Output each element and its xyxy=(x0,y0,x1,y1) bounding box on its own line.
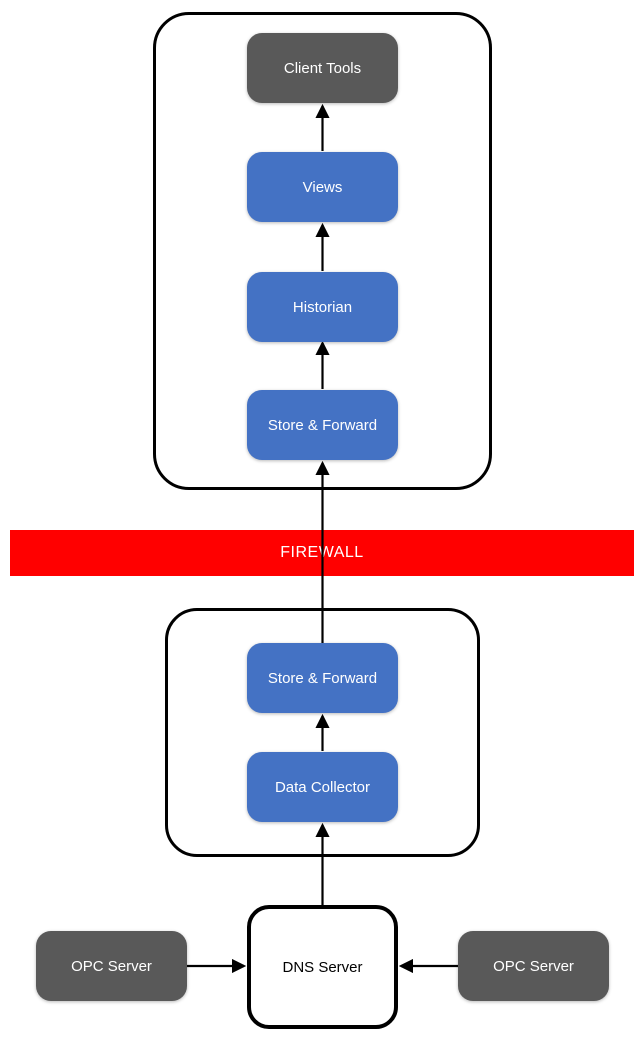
node-dns-server-label: DNS Server xyxy=(282,958,363,976)
firewall-label: FIREWALL xyxy=(280,544,364,561)
node-views-label: Views xyxy=(302,178,343,196)
node-opc-server-left-label: OPC Server xyxy=(71,957,152,975)
node-opc-server-right: OPC Server xyxy=(458,931,609,1001)
node-client-tools-label: Client Tools xyxy=(283,59,362,77)
node-store-forward-top-label: Store & Forward xyxy=(267,416,378,434)
node-opc-server-left: OPC Server xyxy=(36,931,187,1001)
node-store-forward-lower-label: Store & Forward xyxy=(267,669,378,687)
node-store-forward-lower: Store & Forward xyxy=(247,643,398,713)
node-historian: Historian xyxy=(247,272,398,342)
node-opc-server-right-label: OPC Server xyxy=(493,957,574,975)
node-client-tools: Client Tools xyxy=(247,33,398,103)
node-store-forward-top: Store & Forward xyxy=(247,390,398,460)
node-historian-label: Historian xyxy=(292,298,353,316)
node-data-collector-label: Data Collector xyxy=(274,778,371,796)
node-views: Views xyxy=(247,152,398,222)
node-dns-server: DNS Server xyxy=(247,905,398,1029)
firewall-band: FIREWALL xyxy=(10,530,634,576)
node-data-collector: Data Collector xyxy=(247,752,398,822)
